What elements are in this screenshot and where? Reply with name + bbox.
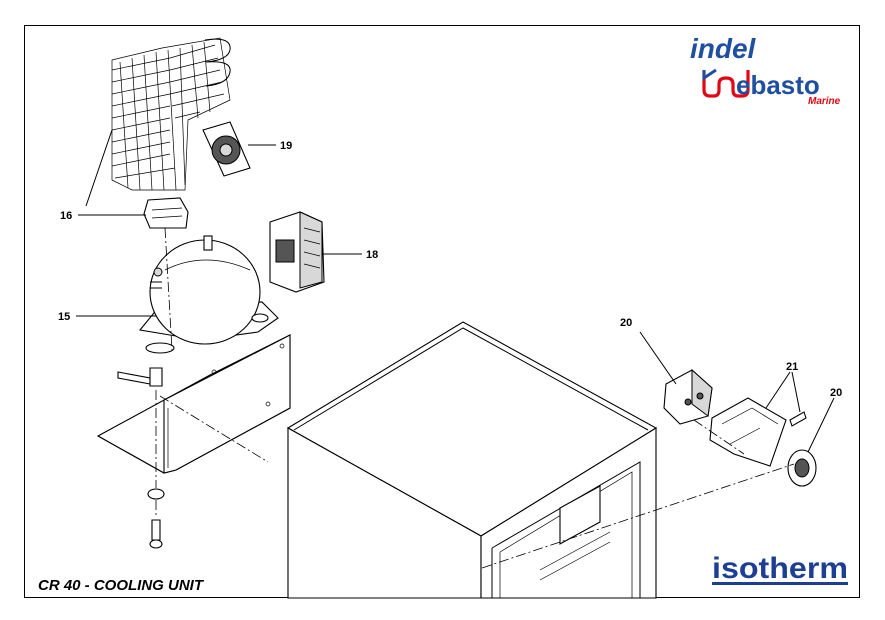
- callout-15: 15: [58, 311, 70, 323]
- isotherm-logo-text: isotherm: [712, 552, 848, 585]
- callout-19: 19: [280, 140, 292, 152]
- indel-logo-text: indel: [690, 33, 757, 64]
- mounting-screws: [117, 367, 165, 549]
- condenser-bracket: [143, 197, 189, 229]
- thermostat: [663, 368, 713, 425]
- isotherm-underline: [712, 582, 848, 585]
- diagram-title: CR 40 - COOLING UNIT: [38, 577, 205, 594]
- fan: [202, 121, 251, 177]
- webasto-w-mark: [702, 70, 750, 98]
- leader-lines: [76, 129, 835, 453]
- thermostat-knob: [787, 449, 817, 487]
- marine-logo-text: Marine: [808, 96, 841, 107]
- indel-webasto-logo: indel ebasto Marine: [690, 33, 841, 107]
- webasto-logo-text: ebasto: [736, 70, 820, 100]
- webasto-w-accent: [702, 68, 717, 81]
- mounting-plate: [96, 334, 291, 474]
- callout-20-upper: 20: [620, 317, 632, 329]
- assembly-lines: [155, 227, 795, 569]
- isotherm-logo: isotherm: [712, 552, 848, 585]
- compressor: [138, 235, 279, 354]
- electronic-unit: [269, 211, 325, 293]
- refrigerator-cabinet: [286, 321, 658, 599]
- callout-20-lower: 20: [830, 387, 842, 399]
- thermostat-housing: [709, 397, 807, 467]
- callout-16: 16: [60, 210, 72, 222]
- condenser-coil: [111, 37, 231, 191]
- callout-21: 21: [786, 361, 798, 373]
- callout-18: 18: [366, 249, 378, 261]
